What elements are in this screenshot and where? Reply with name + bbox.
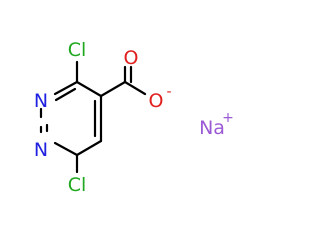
atom-cl-bottom: Cl bbox=[68, 174, 87, 196]
atom-labels: Cl Cl N N O O - Na + bbox=[34, 39, 234, 196]
bonds bbox=[39, 60, 147, 174]
charge-na: + bbox=[222, 110, 234, 126]
atom-cl-top: Cl bbox=[68, 39, 87, 61]
atom-o-carbonyl: O bbox=[124, 47, 139, 69]
atom-n-bottom: N bbox=[34, 139, 48, 161]
chemical-structure-canvas: Cl Cl N N O O - Na + bbox=[34, 39, 234, 196]
bond-c4-n3-double bbox=[54, 87, 77, 102]
bond-ccarb-o2 bbox=[123, 80, 147, 96]
bond-c5-ccarb bbox=[99, 80, 127, 98]
bond-c6-c1 bbox=[75, 139, 103, 157]
bond-c4-n3 bbox=[53, 80, 79, 96]
bond-c4-c5 bbox=[75, 80, 103, 98]
atom-o-anion: O bbox=[149, 90, 164, 112]
molecule-diagram: Cl Cl N N O O - Na + bbox=[34, 39, 234, 196]
atom-n-top: N bbox=[34, 90, 48, 112]
charge-o-anion: - bbox=[166, 84, 171, 100]
bond-n1-c6 bbox=[53, 141, 79, 157]
atom-na: Na bbox=[199, 117, 225, 139]
